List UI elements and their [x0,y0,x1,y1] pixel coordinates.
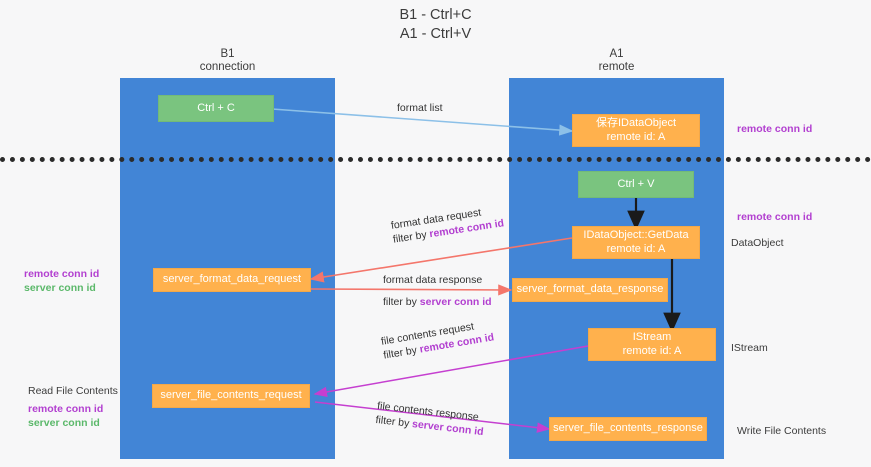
annotation-left-remote-conn-id-bot: remote conn id [28,403,104,415]
node-server-file-contents-request-label: server_file_contents_request [160,389,302,402]
annotation-left-server-conn-id-mid: server conn id [24,282,96,294]
annotation-istream: IStream [731,342,768,354]
edge-label-fdr-prefix: filter by [392,228,431,246]
edge-label-file-contents-request: file contents request filter by remote c… [380,317,495,363]
node-getdata-line-2: remote id: A [606,242,666,255]
node-server-file-contents-response-label: server_file_contents_response [553,422,703,435]
lane-header-b1: B1 connection [120,48,335,74]
annotation-write-file-contents: Write File Contents [737,425,827,437]
annotation-dataobject: DataObject [731,237,784,249]
edge-label-fcres-prefix: filter by [374,413,413,430]
lane-header-a1-name: A1 [609,48,624,60]
node-ctrl-v[interactable]: Ctrl + V [578,171,694,198]
edge-label-fdres-key: server conn id [419,296,492,308]
node-ctrl-v-label: Ctrl + V [617,177,655,190]
node-server-file-contents-request[interactable]: server_file_contents_request [152,384,310,408]
node-store-idataobject[interactable]: 保存IDataObject remote id: A [572,114,700,147]
phase-divider [0,157,871,162]
annotation-remote-conn-id-top: remote conn id [737,123,813,135]
page-title-line-2: A1 - Ctrl+V [399,26,472,42]
edge-label-format-list: format list [397,101,443,115]
node-istream-line-2: remote id: A [622,344,682,357]
node-server-file-contents-response[interactable]: server_file_contents_response [549,417,707,441]
node-server-format-data-response[interactable]: server_format_data_response [512,278,668,302]
node-getdata-line-1: IDataObject::GetData [583,229,689,241]
lane-header-b1-sub: connection [199,61,256,73]
edge-label-format-data-response-line-2: filter by server conn id [383,295,492,309]
node-istream[interactable]: IStream remote id: A [588,328,716,361]
edge-label-format-data-request: format data request filter by remote con… [390,202,505,246]
edge-label-format-data-response-line-1: format data response [383,274,483,286]
annotation-left-server-conn-id-bot: server conn id [28,417,100,429]
node-ctrl-c-label: Ctrl + C [197,101,235,114]
node-server-format-data-response-label: server_format_data_response [516,283,664,296]
annotation-left-remote-conn-id-mid: remote conn id [24,268,100,280]
edge-label-fdres-prefix: filter by [383,296,420,308]
node-server-format-data-request[interactable]: server_format_data_request [153,268,311,292]
page-title: B1 - Ctrl+C A1 - Ctrl+V [0,6,871,44]
node-idataobject-getdata[interactable]: IDataObject::GetData remote id: A [572,226,700,259]
lane-header-a1-sub: remote [598,61,635,73]
edge-label-file-contents-response: file contents response filter by server … [375,399,486,439]
annotation-read-file-contents: Read File Contents [28,385,118,397]
page-title-line-1: B1 - Ctrl+C [399,7,472,23]
edge-label-format-list-text: format list [397,102,443,114]
lane-header-a1: A1 remote [509,48,724,74]
node-istream-line-1: IStream [632,331,672,343]
node-server-format-data-request-label: server_format_data_request [162,273,302,286]
node-store-idataobject-line-2: remote id: A [606,130,666,143]
node-store-idataobject-line-1: 保存IDataObject [595,117,677,129]
lane-header-b1-name: B1 [220,48,235,60]
annotation-remote-conn-id-mid: remote conn id [737,211,813,223]
node-ctrl-c[interactable]: Ctrl + C [158,95,274,122]
edge-label-format-data-response: format data response filter by server co… [383,273,492,309]
